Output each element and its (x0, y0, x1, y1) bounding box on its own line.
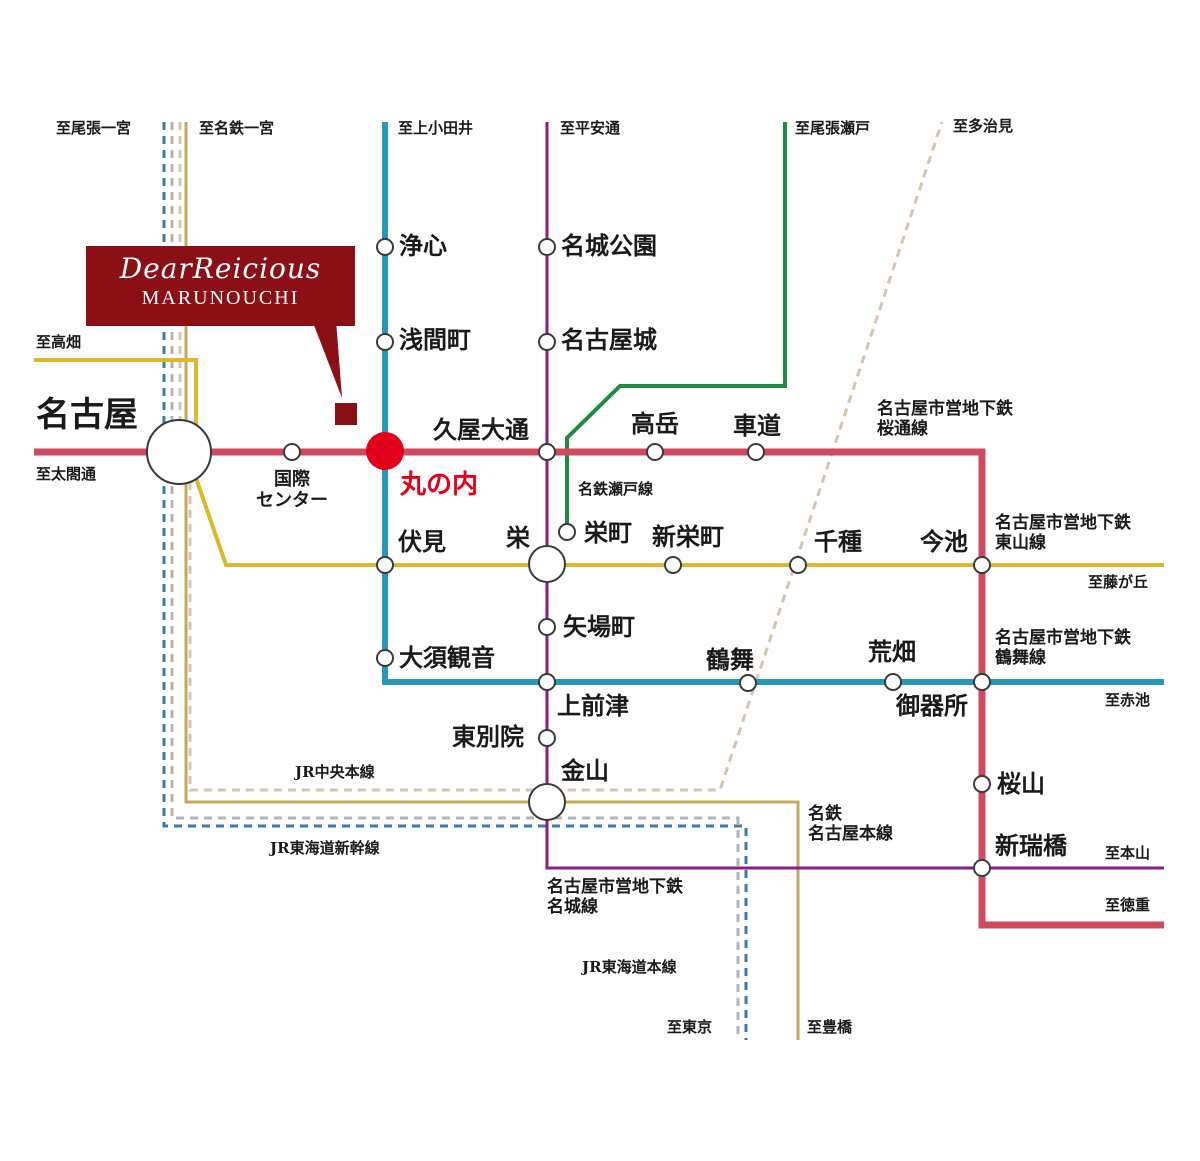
station-label-shin-sakaemachi: 新栄町 (652, 522, 724, 551)
station-label-arahata: 荒畑 (868, 637, 916, 666)
station-marker-chikusa[interactable] (789, 556, 807, 574)
line-label-jr-chuo: JR中央本線 (295, 763, 375, 781)
station-marker-meijo-koen[interactable] (538, 238, 556, 256)
station-marker-kamimaezu[interactable] (538, 673, 556, 691)
station-label-kurumamichi: 車道 (733, 411, 781, 440)
station-label-nagoyajo: 名古屋城 (561, 325, 657, 354)
station-marker-josin[interactable] (376, 238, 394, 256)
jr-chuo-line (178, 121, 944, 792)
station-label-osu-kannon: 大須観音 (399, 643, 495, 672)
station-marker-higashi-betsuin[interactable] (538, 729, 556, 747)
station-marker-shin-mizuho-bashi[interactable] (973, 859, 991, 877)
line-label-meitetsu-seto: 名鉄瀬戸線 (578, 480, 654, 498)
station-label-shin-mizuho-bashi: 新瑞橋 (995, 831, 1067, 860)
direction-heian-dori: 至平安通 (560, 119, 621, 137)
station-marker-tsurumai[interactable] (739, 674, 757, 692)
station-label-kamimaezu: 上前津 (557, 691, 629, 720)
meijo-line (545, 122, 1164, 870)
station-label-fushimi: 伏見 (398, 527, 446, 556)
direction-meitetsu-ichinomiya: 至名鉄一宮 (199, 119, 275, 137)
jr-tokaido-line (170, 122, 740, 1040)
direction-motoyama: 至本山 (1105, 844, 1151, 862)
station-label-takaoka: 高岳 (631, 409, 679, 438)
station-marker-sengencho[interactable] (376, 333, 394, 351)
station-marker-marunouchi[interactable] (366, 432, 404, 470)
station-label-sakurayama: 桜山 (997, 769, 1045, 798)
station-label-gokiso: 御器所 (896, 691, 968, 720)
station-label-yabacho: 矢場町 (563, 612, 635, 641)
property-callout[interactable]: DearReicious MARUNOUCHI (86, 246, 355, 326)
station-label-meijo-koen: 名城公園 (561, 231, 657, 260)
direction-tokushige: 至徳重 (1105, 896, 1151, 914)
direction-akaike: 至赤池 (1105, 691, 1151, 709)
line-label-meitetsu-main: 名鉄 名古屋本線 (808, 804, 893, 844)
station-label-sakaemachi: 栄町 (584, 518, 632, 547)
station-marker-osu-kannon[interactable] (376, 649, 394, 667)
station-marker-nagoya[interactable] (146, 419, 212, 485)
station-marker-fushimi[interactable] (376, 556, 394, 574)
meitetsu-seto-line (565, 122, 787, 532)
station-label-hisaya-odori: 久屋大通 (433, 415, 529, 444)
station-marker-nagoyajo[interactable] (538, 333, 556, 351)
station-marker-kokusai-center[interactable] (283, 443, 301, 461)
station-marker-sakaemachi[interactable] (558, 523, 576, 541)
station-marker-gokiso[interactable] (973, 673, 991, 691)
station-label-sakae: 栄 (506, 523, 530, 552)
tsurumai-line (382, 122, 1164, 685)
direction-owari-seto: 至尾張瀬戸 (795, 119, 871, 137)
station-label-marunouchi: 丸の内 (400, 470, 479, 500)
direction-fujigaoka: 至藤が丘 (1088, 573, 1149, 591)
station-marker-arahata[interactable] (884, 673, 902, 691)
station-label-sengencho: 浅間町 (399, 325, 471, 354)
station-marker-shin-sakaemachi[interactable] (664, 556, 682, 574)
station-marker-hisaya-odori[interactable] (538, 443, 556, 461)
station-marker-yabacho[interactable] (538, 618, 556, 636)
callout-brand: DearReicious (119, 252, 322, 285)
station-label-kanayama: 金山 (561, 756, 609, 785)
direction-owari-ichinomiya: 至尾張一宮 (56, 119, 132, 137)
station-label-josin: 浄心 (399, 231, 447, 260)
station-marker-imaike[interactable] (973, 556, 991, 574)
line-label-jr-shinkansen: JR東海道新幹線 (270, 839, 380, 857)
station-marker-takaoka[interactable] (646, 443, 664, 461)
direction-tajimi: 至多治見 (953, 117, 1014, 135)
direction-tokyo: 至東京 (667, 1018, 713, 1036)
callout-sub: MARUNOUCHI (141, 286, 300, 309)
station-marker-sakae[interactable] (528, 545, 566, 583)
direction-takabata: 至高畑 (36, 333, 82, 351)
property-marker (335, 403, 357, 425)
station-marker-kanayama[interactable] (528, 783, 566, 821)
direction-toyohashi: 至豊橋 (807, 1018, 853, 1036)
station-label-chikusa: 千種 (814, 527, 862, 556)
line-label-meijo: 名古屋市営地下鉄 名城線 (547, 877, 683, 917)
line-label-sakuradori: 名古屋市営地下鉄 桜通線 (877, 399, 1013, 439)
station-marker-kurumamichi[interactable] (747, 443, 765, 461)
line-label-tsurumai: 名古屋市営地下鉄 鶴舞線 (995, 628, 1131, 668)
station-label-higashi-betsuin: 東別院 (452, 722, 524, 751)
direction-taikodori: 至太閤通 (36, 465, 97, 483)
station-marker-sakurayama[interactable] (973, 775, 991, 793)
station-label-kokusai-center: 国際 センター (256, 469, 328, 511)
station-label-tsurumai: 鶴舞 (706, 645, 754, 674)
callout-pointer (312, 320, 342, 398)
station-label-imaike: 今池 (920, 527, 968, 556)
line-label-jr-tokaido: JR東海道本線 (582, 958, 677, 976)
line-label-higashiyama: 名古屋市営地下鉄 東山線 (995, 513, 1131, 553)
direction-kamiotai: 至上小田井 (398, 119, 474, 137)
station-label-nagoya: 名古屋 (36, 395, 138, 435)
